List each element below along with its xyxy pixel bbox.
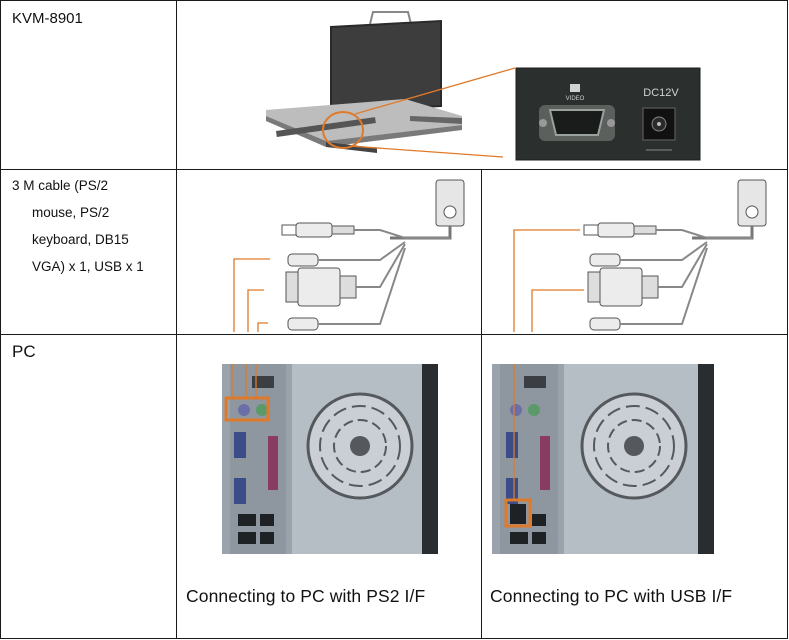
cable-line-1: 3 M cable (PS/2 [12, 178, 109, 193]
cable-line-4: VGA) x 1, USB x 1 [32, 259, 144, 274]
cable-line-3: keyboard, DB15 [32, 232, 129, 247]
caption-usb-connection: Connecting to PC with USB I/F [490, 586, 733, 606]
cable-diagram-ps2 [233, 179, 465, 332]
pc-rear-ps2-image [222, 364, 438, 554]
table-border-bottom [0, 638, 788, 639]
kvm-model-label: KVM-8901 [12, 10, 83, 27]
pc-column-divider [481, 170, 482, 639]
pc-label: PC [12, 342, 36, 361]
row-divider-1 [0, 169, 788, 170]
table-border-top [0, 0, 788, 1]
table-border-right [787, 0, 788, 639]
video-port-label: VIDEO [566, 96, 585, 102]
column-divider [176, 0, 177, 639]
cable-description: 3 M cable (PS/2 mouse, PS/2 keyboard, DB… [12, 172, 144, 280]
table-border-left [0, 0, 1, 639]
power-port-label: DC12V [643, 87, 679, 99]
cable-diagram-usb [513, 179, 767, 332]
caption-ps2-connection: Connecting to PC with PS2 I/F [186, 586, 426, 606]
pc-rear-usb-image [492, 364, 714, 554]
row-divider-2 [0, 334, 788, 335]
cable-line-2: mouse, PS/2 [32, 205, 110, 220]
kvm-drawer-image: VIDEO DC12V [266, 11, 701, 161]
